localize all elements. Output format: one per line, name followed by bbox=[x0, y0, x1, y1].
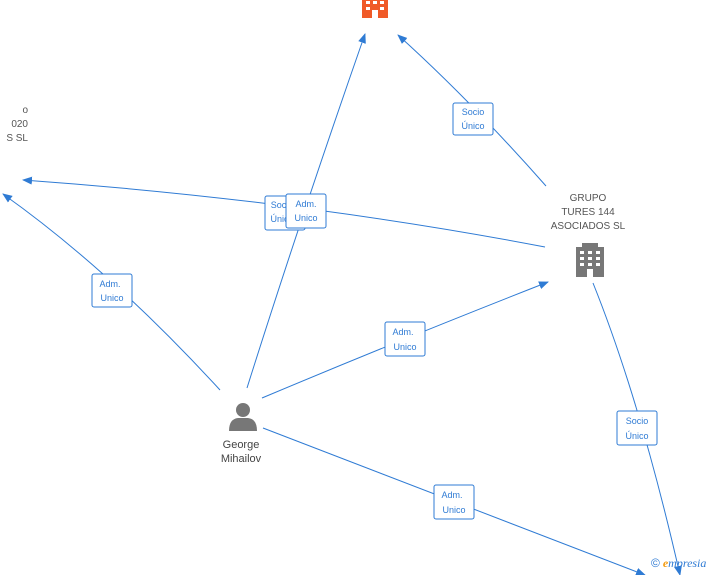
svg-text:Unico: Unico bbox=[442, 505, 465, 515]
edge-label: Adm. Unico bbox=[384, 321, 426, 357]
person-label-george[interactable]: George Mihailov bbox=[206, 438, 276, 466]
company-label-grupo-tures[interactable]: GRUPO TURES 144 ASOCIADOS SL bbox=[540, 192, 636, 234]
svg-text:Único: Único bbox=[625, 431, 648, 441]
svg-text:Adm.: Adm. bbox=[392, 327, 413, 337]
company-label-left[interactable]: o 020 S SL bbox=[0, 104, 28, 146]
company-label-line: S SL bbox=[6, 133, 28, 144]
company-label-line: GRUPO bbox=[569, 193, 607, 204]
svg-text:Socio: Socio bbox=[462, 107, 485, 117]
edge-label: Adm. Unico bbox=[433, 484, 475, 520]
building-icon[interactable] bbox=[362, 0, 388, 18]
person-icon[interactable] bbox=[229, 403, 257, 431]
building-icon[interactable] bbox=[576, 243, 604, 277]
person-label-line: Mihailov bbox=[220, 453, 262, 465]
svg-text:Unico: Unico bbox=[100, 293, 123, 303]
svg-text:Socio: Socio bbox=[271, 200, 294, 210]
svg-text:Adm.: Adm. bbox=[295, 199, 316, 209]
person-label-line: George bbox=[222, 439, 260, 451]
svg-text:Adm.: Adm. bbox=[441, 490, 462, 500]
empresia-credit[interactable]: © empresia bbox=[651, 556, 706, 571]
company-label-line: ASOCIADOS SL bbox=[550, 221, 626, 232]
svg-text:Único: Único bbox=[270, 214, 293, 224]
edge-label: Socio Único bbox=[452, 102, 494, 136]
copyright-icon: © bbox=[651, 556, 660, 570]
company-label-line: o bbox=[22, 105, 28, 116]
brand-name: mpresia bbox=[668, 556, 707, 570]
svg-text:Unico: Unico bbox=[294, 213, 317, 223]
company-label-line: 020 bbox=[11, 119, 28, 130]
brand-e: e bbox=[662, 556, 669, 570]
edge-label: Adm. Unico bbox=[91, 273, 133, 308]
edge-label: Adm. Unico bbox=[285, 193, 327, 229]
edge-label: Socio Único bbox=[616, 410, 658, 446]
svg-text:Adm.: Adm. bbox=[99, 279, 120, 289]
svg-text:Unico: Unico bbox=[393, 342, 416, 352]
company-label-line: TURES 144 bbox=[561, 207, 615, 218]
svg-text:Único: Único bbox=[461, 121, 484, 131]
svg-text:Socio: Socio bbox=[626, 416, 649, 426]
